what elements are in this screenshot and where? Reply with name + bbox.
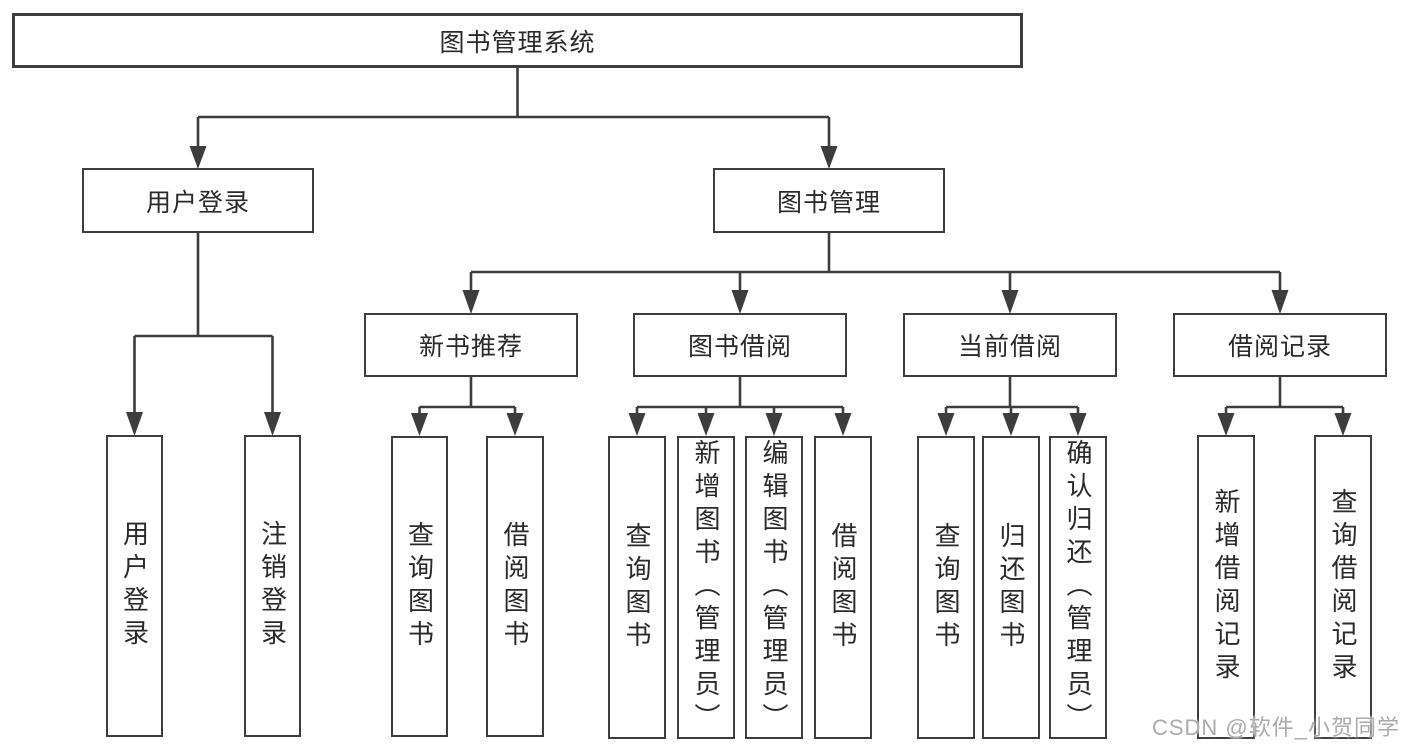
leaf-records-query-record: 查询借阅记录 — [1314, 435, 1372, 739]
leaf-borrowing-borrow-books-label: 借阅图书 — [828, 521, 858, 654]
node-book-borrowing: 图书借阅 — [633, 313, 847, 377]
leaf-recommend-query-books: 查询图书 — [391, 436, 448, 737]
node-current-borrowing-label: 当前借阅 — [957, 333, 1062, 361]
leaf-borrowing-add-books-admin: 新增图书（管理员） — [677, 436, 735, 739]
connector-root-to-level2 — [189, 68, 838, 169]
leaf-current-return-books: 归还图书 — [982, 436, 1040, 739]
leaf-records-add-record: 新增借阅记录 — [1197, 435, 1255, 739]
node-new-book-recommendation: 新书推荐 — [364, 313, 578, 377]
leaf-current-return-books-label: 归还图书 — [996, 521, 1026, 654]
node-new-book-recommendation-label: 新书推荐 — [418, 333, 523, 361]
leaf-user-login-label: 用户登录 — [119, 520, 150, 652]
leaf-current-confirm-return-admin-label: 确认归还（管理员） — [1063, 439, 1093, 736]
connector-book-borrowing-to-leaves — [628, 377, 852, 436]
node-user-login: 用户登录 — [82, 168, 314, 233]
connector-user-login-to-leaves — [126, 233, 281, 436]
node-borrowing-records-label: 借阅记录 — [1227, 333, 1332, 361]
node-user-login-label: 用户登录 — [145, 188, 250, 217]
leaf-borrowing-edit-books-admin-label: 编辑图书（管理员） — [759, 439, 789, 736]
connector-current-borrowing-to-leaves — [937, 377, 1087, 436]
node-book-management: 图书管理 — [713, 168, 945, 233]
node-library-system-label: 图书管理系统 — [439, 28, 596, 57]
node-library-system: 图书管理系统 — [12, 13, 1023, 68]
connector-new-book-recommendation-to-leaves — [411, 377, 524, 436]
leaf-borrowing-borrow-books: 借阅图书 — [814, 436, 872, 739]
leaf-borrowing-add-books-admin-label: 新增图书（管理员） — [691, 439, 721, 736]
leaf-user-login: 用户登录 — [106, 435, 163, 737]
leaf-current-confirm-return-admin: 确认归还（管理员） — [1049, 436, 1107, 739]
node-book-management-label: 图书管理 — [776, 188, 881, 217]
node-current-borrowing: 当前借阅 — [903, 313, 1117, 377]
leaf-logout-login-label: 注销登录 — [257, 520, 288, 652]
leaf-borrowing-query-books: 查询图书 — [608, 436, 666, 739]
node-borrowing-records: 借阅记录 — [1173, 313, 1387, 377]
leaf-records-add-record-label: 新增借阅记录 — [1211, 488, 1241, 686]
connector-book-management-to-level3 — [462, 232, 1289, 314]
connector-borrowing-records-to-leaves — [1217, 377, 1352, 436]
leaf-current-query-books-label: 查询图书 — [931, 521, 961, 654]
leaf-logout-login: 注销登录 — [244, 435, 301, 737]
node-book-borrowing-label: 图书借阅 — [687, 333, 792, 361]
leaf-recommend-borrow-books-label: 借阅图书 — [500, 520, 530, 653]
leaf-records-query-record-label: 查询借阅记录 — [1328, 488, 1358, 686]
leaf-recommend-borrow-books: 借阅图书 — [486, 436, 544, 737]
leaf-recommend-query-books-label: 查询图书 — [404, 520, 435, 653]
leaf-borrowing-edit-books-admin: 编辑图书（管理员） — [745, 436, 803, 739]
leaf-current-query-books: 查询图书 — [917, 436, 975, 739]
leaf-borrowing-query-books-label: 查询图书 — [622, 521, 652, 654]
